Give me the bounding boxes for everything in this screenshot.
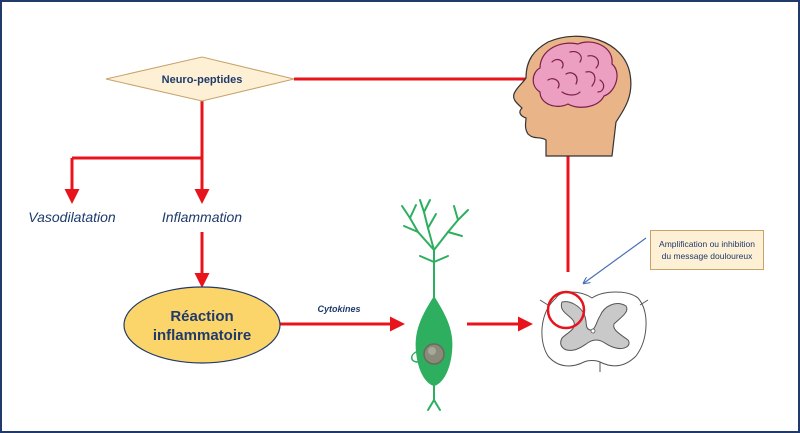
neuropeptides-node: Neuro-peptides	[105, 56, 295, 102]
reaction-label-line2: inflammatoire	[153, 327, 251, 344]
note-line1: Amplification ou inhibition	[659, 239, 755, 249]
spinal-cord-section-icon	[539, 291, 649, 372]
note-line2: du message douloureux	[661, 251, 753, 261]
cytokines-label: Cytokines	[317, 304, 360, 314]
neuron-icon	[401, 199, 469, 411]
brain-head-icon	[513, 35, 632, 157]
note-pointer-arrow	[584, 237, 647, 283]
vasodilatation-label: Vasodilatation	[28, 209, 116, 225]
neuropeptides-label: Neuro-peptides	[162, 74, 243, 86]
neuron-body	[415, 296, 453, 386]
reaction-label-line1: Réaction	[170, 308, 233, 325]
amplification-note-box: Amplification ou inhibition du message d…	[650, 230, 764, 270]
connectors	[64, 77, 576, 332]
reaction-node: Réaction inflammatoire	[123, 286, 281, 364]
inflammation-label: Inflammation	[162, 209, 242, 225]
dorsal-horn-highlight	[546, 290, 586, 330]
